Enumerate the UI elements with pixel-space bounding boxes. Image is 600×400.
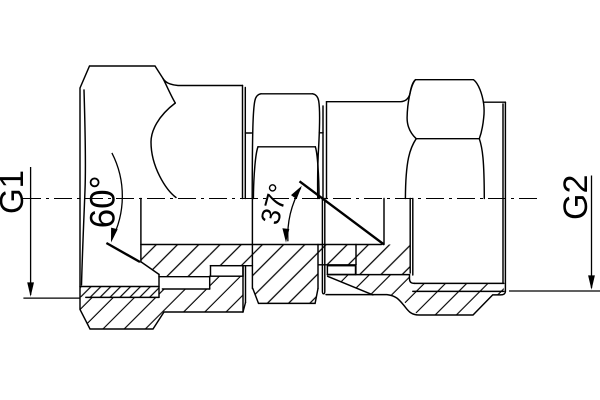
- svg-text:G2: G2: [557, 175, 595, 220]
- svg-text:G1: G1: [0, 170, 30, 214]
- svg-text:60°: 60°: [84, 175, 123, 228]
